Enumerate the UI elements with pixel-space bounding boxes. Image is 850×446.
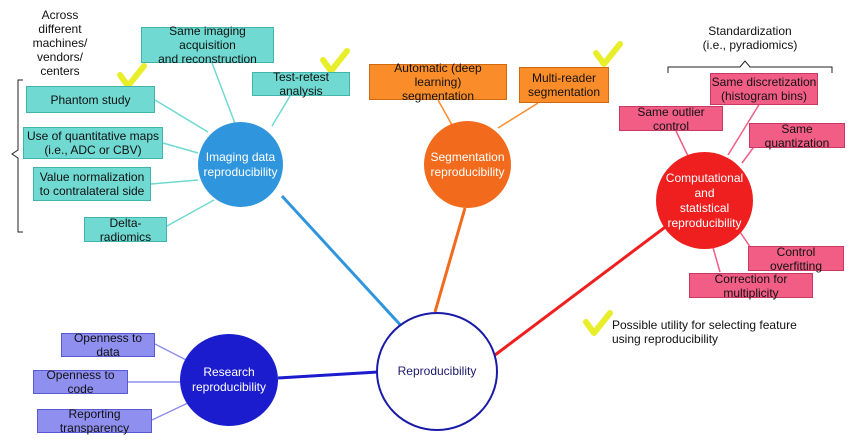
spoke-multiplicity [711, 243, 721, 273]
value-normalization-box: Value normalization to contralateral sid… [33, 167, 151, 201]
spoke-outlier [675, 130, 689, 157]
check-icon-multi-reader [593, 41, 623, 67]
check-icon-legend [583, 310, 613, 336]
same-discretization-box: Same discretization (histogram bins) [710, 73, 818, 105]
computational-hub: Computational and statistical reproducib… [656, 152, 753, 249]
spoke-same-imaging [211, 62, 237, 127]
phantom-study-box: Phantom study [26, 86, 155, 113]
same-outlier-control-box: Same outlier control [619, 105, 723, 133]
check-icon-phantom [117, 63, 147, 89]
same-imaging-box: Same imaging acquisition and reconstruct… [141, 24, 274, 66]
spoke-test-retest [271, 95, 291, 127]
openness-to-code-box: Openness to code [33, 368, 128, 396]
check-icon-test-retest [320, 48, 350, 74]
research-hub: Research reproducibility [180, 334, 278, 426]
multi-reader-box: Multi-reader segmentation [519, 67, 609, 103]
correction-multiplicity-box: Correction for multiplicity [689, 272, 813, 300]
standardization-note: Standardization (i.e., pyradiomics) [702, 24, 798, 52]
spoke-multi-reader [497, 102, 539, 129]
legend-text: Possible utility for selecting feature u… [612, 318, 797, 346]
control-overfitting-box: Control overfitting [748, 245, 844, 273]
spoke-discretization [727, 102, 761, 156]
spoke-phantom [154, 99, 209, 133]
quant-maps-box: Use of quantitative maps (i.e., ADC or C… [23, 127, 163, 159]
spoke-reporting [151, 401, 191, 421]
imaging-hub: Imaging data reproducibility [198, 122, 283, 207]
reproducibility-center: Reproducibility [376, 312, 498, 431]
openness-to-data-box: Openness to data [61, 331, 155, 359]
research-to-center-line [277, 370, 379, 380]
automatic-segmentation-box: Automatic (deep learning) segmentation [369, 61, 507, 103]
reporting-transparency-box: Reporting transparency [37, 407, 152, 435]
segmentation-hub: Segmentation reproducibility [424, 121, 511, 208]
test-retest-box: Test-retest analysis [252, 70, 350, 98]
spoke-value-norm [150, 179, 199, 185]
spoke-quant-maps [162, 142, 199, 154]
segmentation-to-center-line [433, 207, 467, 313]
computational-to-center-line [494, 223, 669, 357]
spoke-delta [166, 199, 215, 227]
imaging-to-center-line [280, 194, 407, 332]
left-bracket [11, 79, 23, 233]
spoke-automatic [437, 99, 453, 126]
same-quantization-box: Same quantization [749, 122, 845, 150]
delta-radiomics-box: Delta-radiomics [84, 216, 167, 244]
top-bracket [667, 60, 833, 73]
across-note: Across different machines/ vendors/ cent… [32, 8, 88, 78]
